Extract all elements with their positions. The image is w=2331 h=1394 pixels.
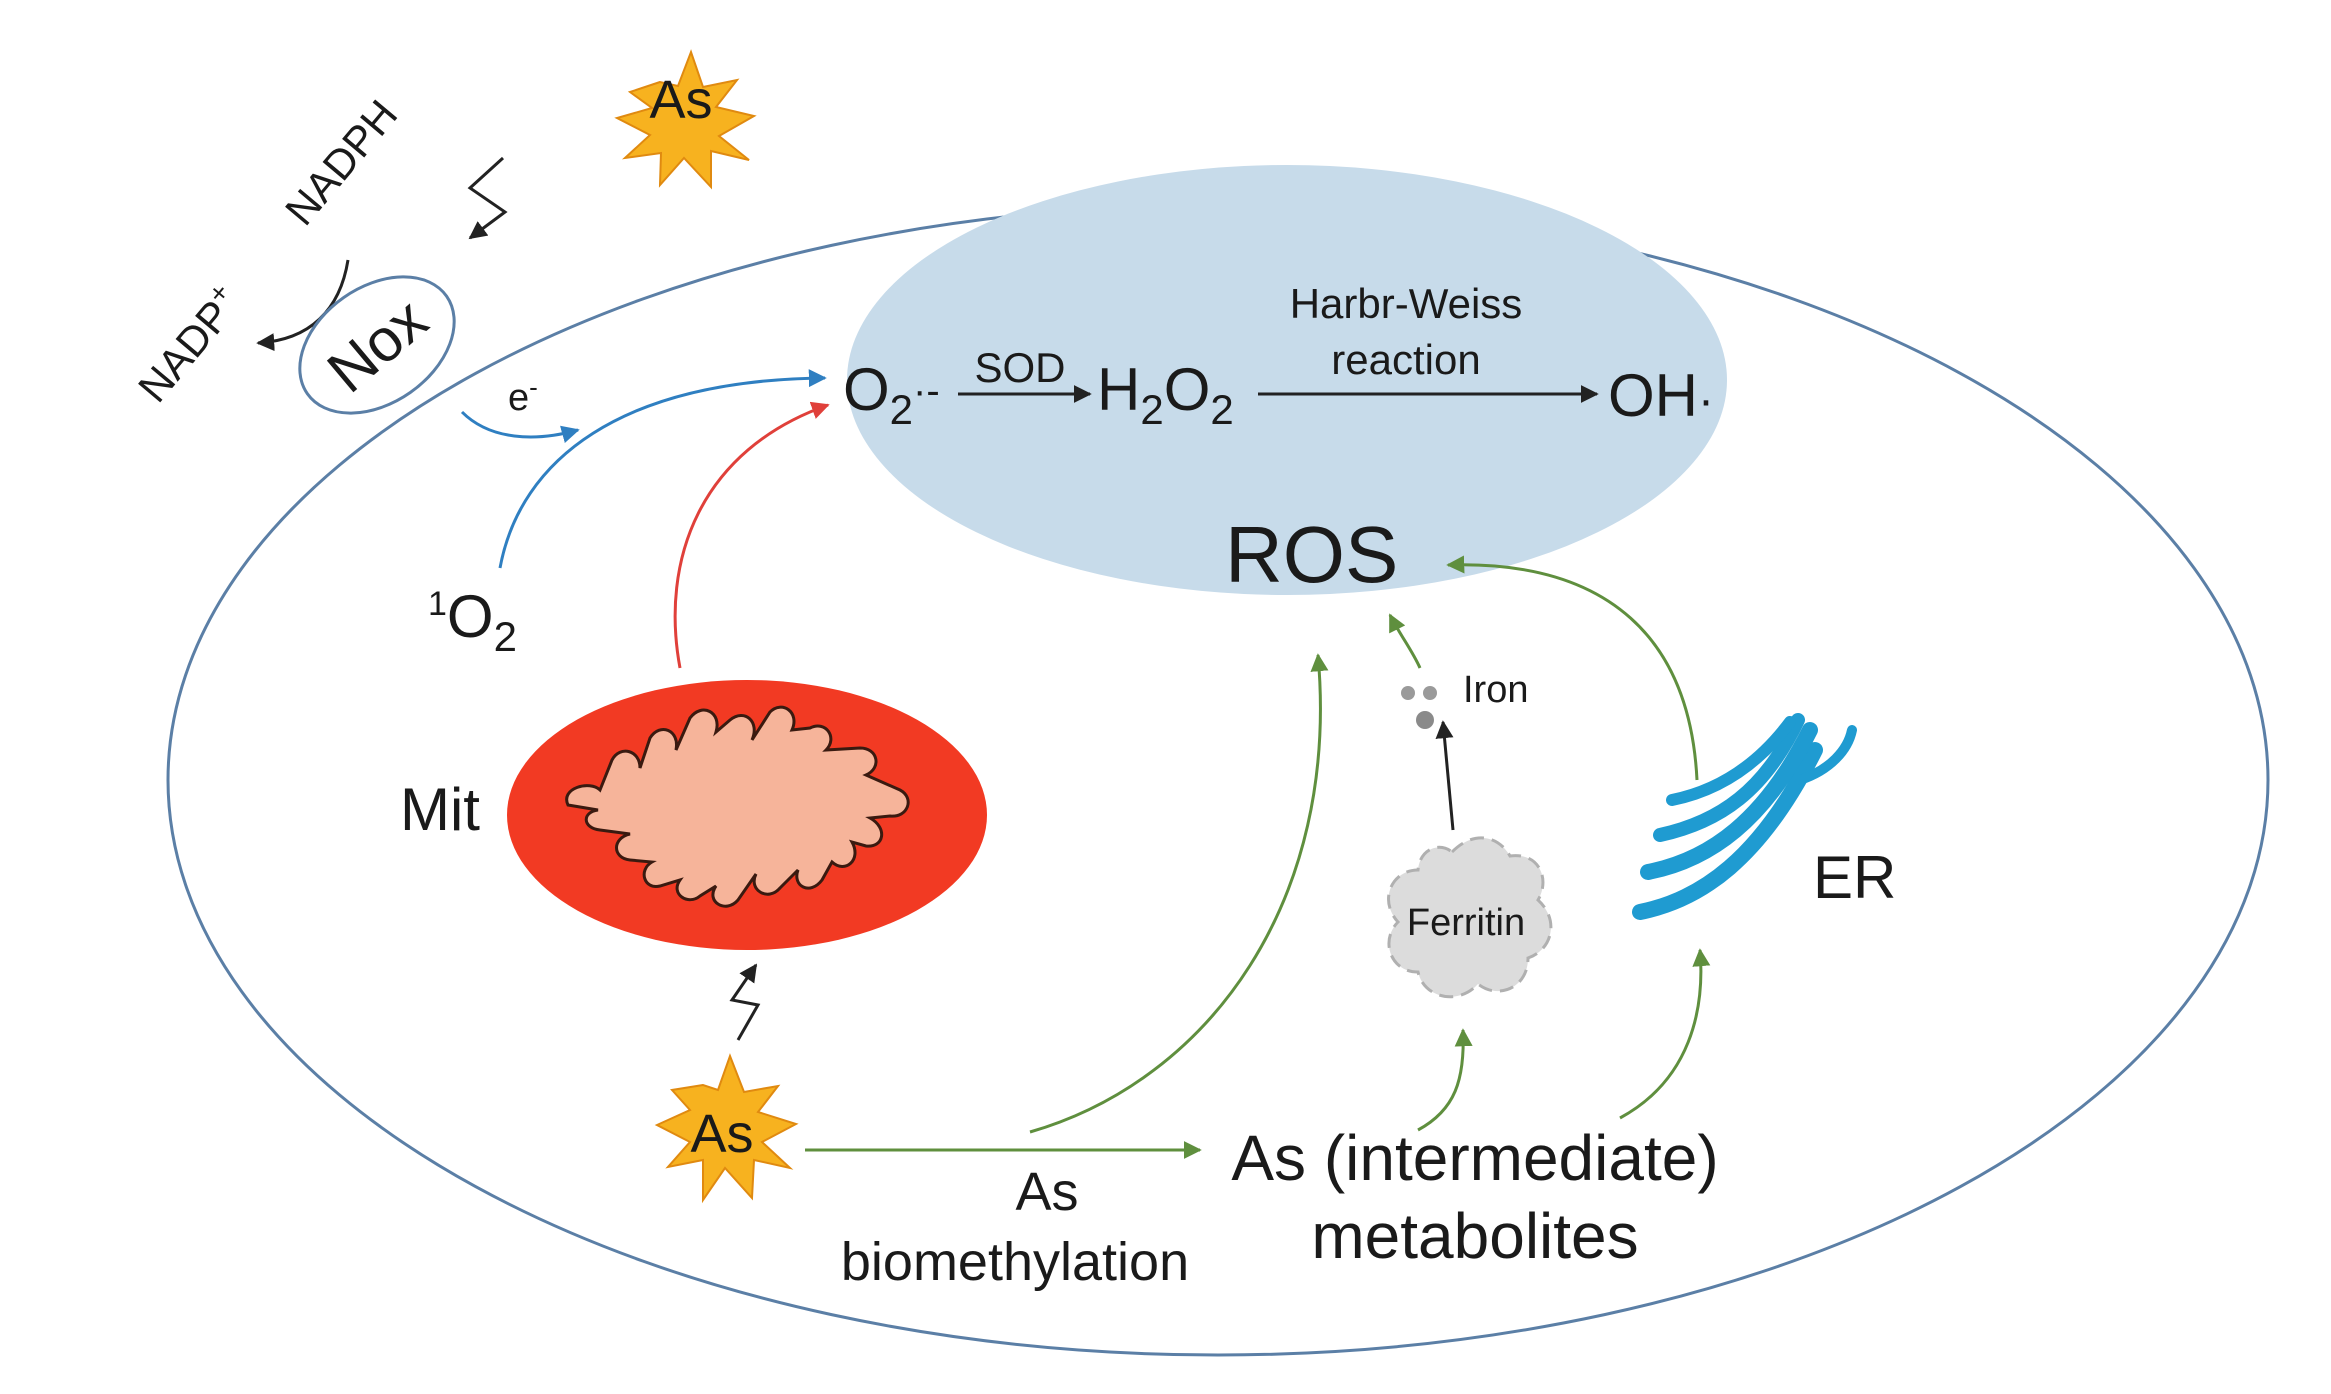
ferritin: Ferritin <box>1387 836 1553 999</box>
ros-region <box>847 165 1727 595</box>
mitochondrion-ros-arrow <box>673 401 830 669</box>
arsenic-signal-top <box>467 156 508 240</box>
iron-ros-arrow <box>1388 613 1422 669</box>
arsenic-signal-mitochondrion <box>729 963 761 1041</box>
nox-enzyme: Nox <box>298 275 456 415</box>
singlet-oxygen-label: 1O2 <box>428 583 517 660</box>
arsenic-star-bottom: As <box>654 1053 799 1204</box>
haber-weiss-label-2: reaction <box>1331 336 1480 383</box>
iron-label: Iron <box>1463 669 1528 711</box>
metabolites-label-1: As (intermediate) <box>1231 1122 1718 1194</box>
singlet-oxygen-arrow <box>498 369 827 569</box>
sod-label: SOD <box>974 344 1065 391</box>
svg-text:NADPH: NADPH <box>276 91 407 234</box>
arsenic-star-top: As <box>614 49 757 190</box>
arsenic-label-bottom: As <box>690 1104 753 1164</box>
arsenic-label-top: As <box>649 70 712 130</box>
electron-arrow <box>460 410 580 444</box>
electron-label: e- <box>508 372 538 419</box>
er-label: ER <box>1813 844 1896 911</box>
nadp-plus-label: NADP+ <box>127 277 251 411</box>
mitochondrion <box>507 680 987 950</box>
ferritin-label: Ferritin <box>1407 902 1525 944</box>
haber-weiss-label-1: Harbr-Weiss <box>1290 280 1523 327</box>
biomethylation-label-1: As <box>1015 1162 1078 1222</box>
ferritin-iron-arrow <box>1435 720 1455 831</box>
endoplasmic-reticulum <box>1632 713 1857 920</box>
biomethylation-ros-arrow <box>1029 653 1329 1134</box>
hydrogen-peroxide-label: H2O2 <box>1097 356 1234 433</box>
metabolites-er-arrow <box>1619 948 1711 1120</box>
svg-text:NADP+: NADP+ <box>127 277 251 411</box>
superoxide-label: O2·- <box>843 356 940 433</box>
hydroxyl-radical-label: OH· <box>1608 362 1714 429</box>
metabolites-ferritin-arrow <box>1417 1028 1473 1132</box>
ros-label: ROS <box>1225 510 1398 599</box>
biomethylation-label-2: biomethylation <box>841 1232 1189 1292</box>
iron-particles <box>1401 686 1437 729</box>
er-ros-arrow <box>1446 555 1699 781</box>
metabolites-label-2: metabolites <box>1311 1200 1638 1272</box>
mitochondrion-label: Mit <box>400 776 480 843</box>
nadph-label: NADPH <box>276 91 407 234</box>
